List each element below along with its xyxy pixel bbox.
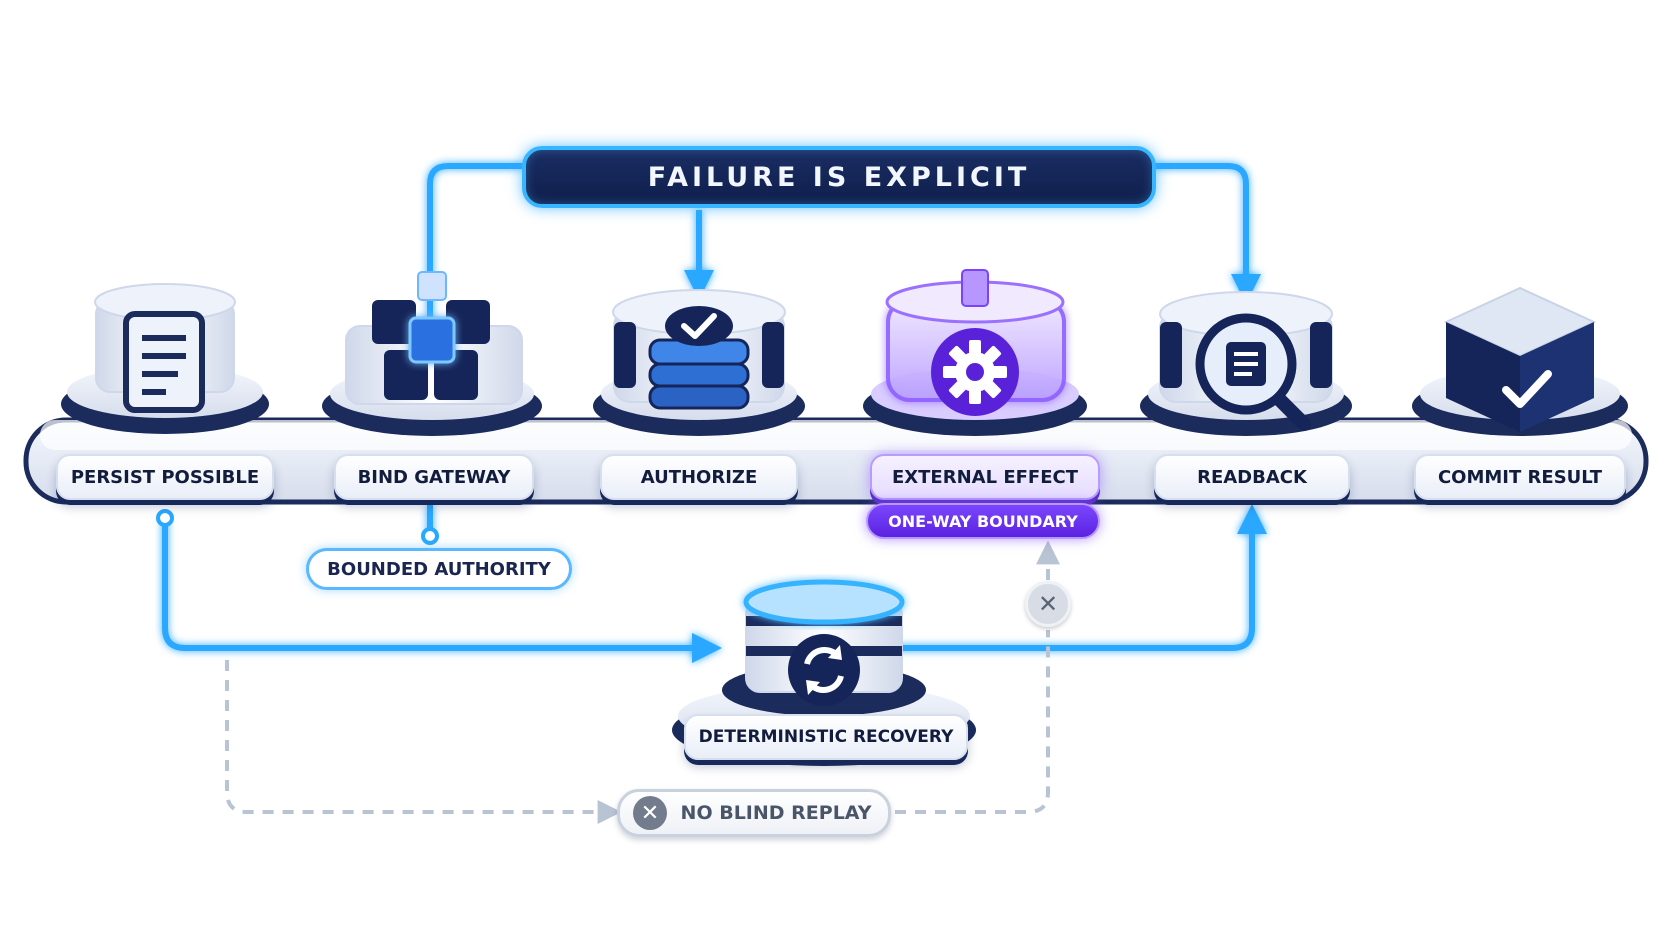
- loop-node-dot: [156, 509, 174, 527]
- persist-possible-module: [61, 283, 269, 434]
- refresh-icon: [788, 634, 860, 706]
- magnifier-document-icon: [1195, 313, 1311, 431]
- failure-banner: FAILURE IS EXPLICIT: [522, 146, 1156, 208]
- stage-label-persist-possible: PERSIST POSSIBLE: [56, 454, 274, 500]
- authorize-module: [593, 289, 805, 436]
- one-way-boundary-badge: ONE-WAY BOUNDARY: [866, 503, 1100, 539]
- stage-label-authorize: AUTHORIZE: [600, 454, 798, 500]
- replay-dashed-lines: [225, 540, 1060, 824]
- x-icon: ✕: [633, 796, 667, 830]
- authority-node-dot: [421, 527, 439, 545]
- commit-result-module: [1412, 286, 1628, 436]
- document-icon: [123, 311, 205, 413]
- stage-label-readback: READBACK: [1154, 454, 1350, 500]
- stage-label-bind-gateway: BIND GATEWAY: [334, 454, 534, 500]
- gateway-cube-icon: [372, 271, 490, 430]
- readback-module: [1140, 291, 1352, 436]
- external-effect-module: [863, 269, 1087, 436]
- failure-feedback-lines: [427, 163, 1261, 430]
- stage-label-commit-result: COMMIT RESULT: [1414, 454, 1626, 500]
- checkmark-database-icon: [665, 306, 733, 346]
- checkmark-cube-icon: [1443, 286, 1597, 432]
- deterministic-recovery-label: DETERMINISTIC RECOVERY: [684, 714, 968, 760]
- bounded-authority-badge: BOUNDED AUTHORITY: [306, 548, 572, 590]
- no-blind-replay-label: NO BLIND REPLAY: [680, 802, 872, 824]
- bind-gateway-module: [322, 271, 542, 436]
- stage-label-external-effect: EXTERNAL EFFECT: [870, 454, 1100, 500]
- database-stack-icon: [648, 338, 750, 410]
- blocked-x-icon: ✕: [1025, 581, 1071, 627]
- gear-icon: [931, 328, 1019, 416]
